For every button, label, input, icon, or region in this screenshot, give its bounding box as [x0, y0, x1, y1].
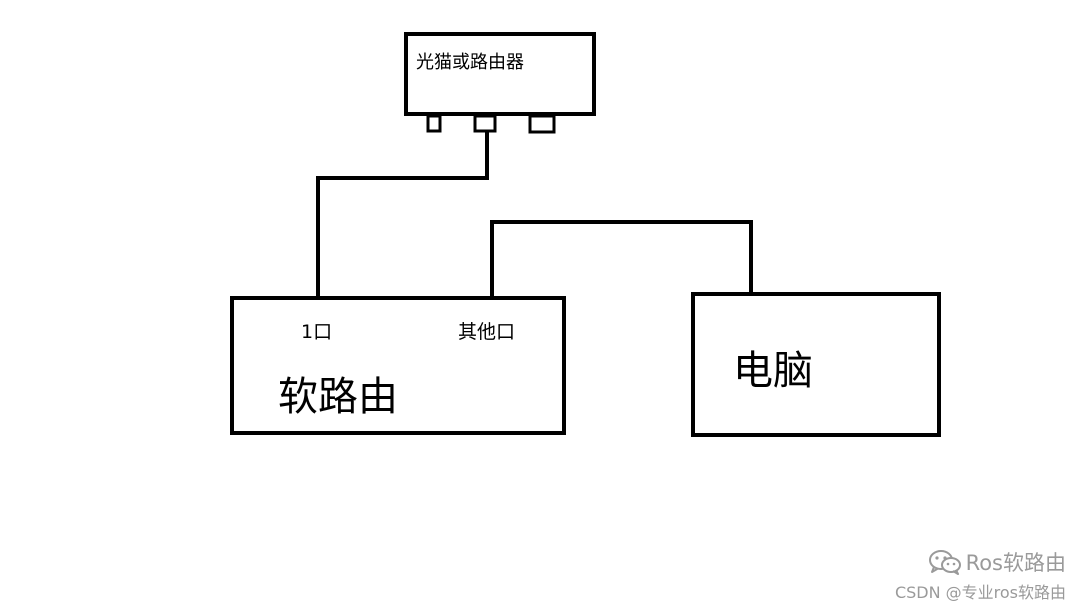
soft-router-port-1-label: 1口: [301, 321, 332, 343]
wechat-icon: [928, 550, 961, 575]
modem-port-3: [528, 114, 556, 134]
soft-router-other-ports-label: 其他口: [458, 321, 515, 343]
modem-label: 光猫或路由器: [416, 52, 524, 73]
computer-box: [691, 292, 941, 437]
watermark-csdn: CSDN @专业ros软路由: [894, 583, 1066, 602]
watermark-brand-text: Ros软路由: [965, 551, 1066, 575]
soft-router-box: [230, 296, 566, 435]
soft-router-label: 软路由: [278, 374, 398, 420]
modem-box: [404, 32, 596, 116]
computer-label: 电脑: [733, 348, 813, 394]
cable-soft-router-to-computer: [490, 220, 753, 298]
cable-modem-to-soft-router: [316, 131, 489, 298]
modem-port-2: [473, 114, 497, 133]
watermark-brand: Ros软路由: [928, 547, 1066, 577]
modem-port-1: [426, 114, 442, 133]
